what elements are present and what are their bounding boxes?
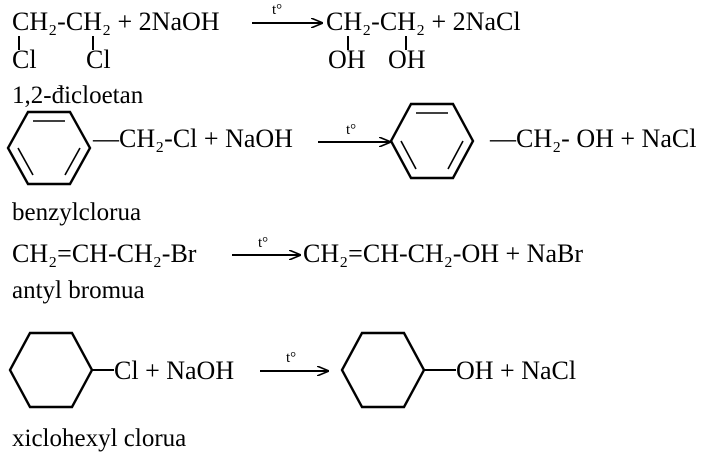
reaction-1-reactants: CH₂-CH₂ + 2NaOH [12,7,220,36]
reaction-4: Cl + NaOH t° OH + NaCl xiclohexyl clorua [8,331,576,452]
reaction-1-substituent-right: Cl [86,45,111,74]
reaction-4-reactants: Cl + NaOH [114,356,234,385]
reaction-2-reactants: —CH₂-Cl + NaOH [92,124,293,153]
reaction-1-products: CH₂-CH₂ + 2NaCl [326,7,521,36]
benzene-ring-icon [389,102,475,180]
reaction-1-substituent-left: Cl [12,45,37,74]
reaction-1-name: 1,2-đicloetan [12,82,144,109]
cyclohexane-ring-icon [340,331,426,409]
reaction-3: CH₂=CH-CH₂-Br t° CH₂=CH-CH₂-OH + NaBr an… [12,235,583,304]
cyclohexane-ring-icon [8,331,94,409]
reaction-3-products: CH₂=CH-CH₂-OH + NaBr [303,239,583,268]
reaction-1-condition: t° [272,2,282,18]
reaction-2-condition: t° [346,122,356,138]
reaction-4-condition: t° [286,350,296,366]
reaction-3-reactants: CH₂=CH-CH₂-Br [12,239,197,268]
reaction-2-products: —CH₂- OH + NaCl [489,124,696,153]
reaction-3-name: antyl bromua [12,277,145,304]
benzene-ring-icon [6,110,92,186]
reaction-1-product-substituent-right: OH [388,45,426,74]
reaction-2: —CH₂-Cl + NaOH t° —CH₂- OH + NaCl benzyl… [6,102,696,226]
reaction-3-condition: t° [258,235,268,251]
reaction-4-products: OH + NaCl [456,356,576,385]
reaction-1-product-substituent-left: OH [328,45,366,74]
reaction-4-name: xiclohexyl clorua [12,425,186,452]
reaction-2-name: benzylclorua [12,199,141,226]
reaction-1: CH₂-CH₂ + 2NaOH Cl Cl t° CH₂-CH₂ + 2NaCl… [12,2,521,109]
